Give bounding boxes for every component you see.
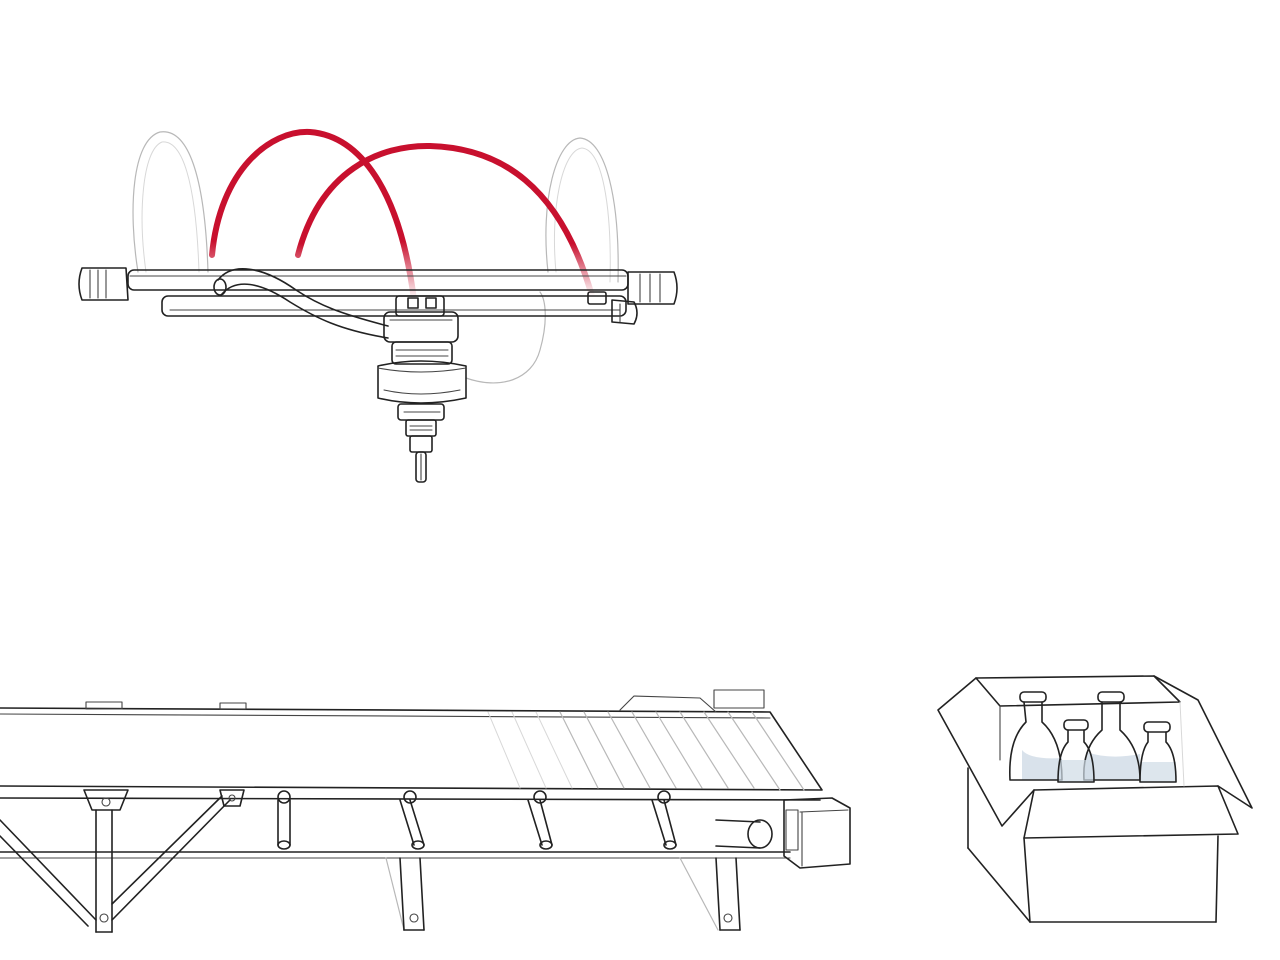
motor-top: [713, 689, 765, 709]
upper-rail: [78, 267, 678, 305]
red-cable-left: [209, 128, 417, 303]
box-right-flap: [1153, 675, 1253, 809]
ghost-tube-lower-right: [465, 291, 546, 384]
belt-guard: [619, 695, 717, 713]
grey-hose-outer: [217, 268, 389, 327]
hose-fitting: [213, 278, 227, 296]
ghost-tube-right: [545, 137, 619, 283]
gripper-body: [377, 295, 467, 483]
box-back-flap: [975, 675, 1181, 707]
belt-slats: [487, 711, 805, 791]
bottles: [1009, 691, 1177, 783]
box-left-bottom: [967, 847, 1031, 923]
lower-rail: [161, 295, 638, 325]
bottle: [1139, 721, 1177, 783]
bottle: [1057, 719, 1095, 783]
belt-top-edge: [0, 713, 771, 719]
robot-gripper-head: [78, 128, 678, 483]
support-legs: [385, 857, 741, 931]
box-inner-edge-right: [1179, 701, 1185, 787]
box-front-left-edge: [1023, 837, 1031, 923]
belt-tab: [85, 701, 123, 710]
box-front-top: [1023, 785, 1239, 839]
ghost-tube-left-inner: [141, 141, 200, 273]
belt-tab: [219, 702, 247, 710]
box-left-flap: [937, 677, 1035, 827]
belt-side-bottom: [0, 797, 821, 801]
box-front-right-edge: [1215, 835, 1219, 923]
drive-motor: [783, 797, 851, 869]
rollers: [277, 790, 773, 850]
grey-hose-inner: [221, 283, 389, 339]
ghost-tube-left: [132, 131, 209, 273]
red-cable-right: [295, 142, 595, 299]
left-truss: [0, 789, 245, 933]
conveyor-belt: [0, 689, 851, 933]
right-connector: [587, 291, 607, 305]
belt-top: [0, 707, 823, 791]
bottle: [1083, 691, 1141, 781]
box-with-bottles: [937, 675, 1253, 923]
